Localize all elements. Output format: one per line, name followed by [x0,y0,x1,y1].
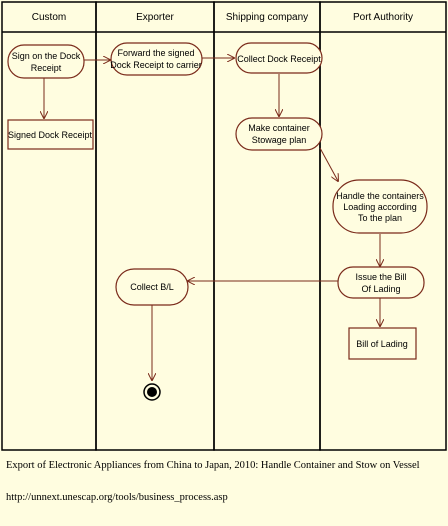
caption-url: http://unnext.unescap.org/tools/business… [6,492,228,503]
arrows [44,58,380,380]
node-text-line: Bill of Lading [356,339,408,349]
node-bill-of-lading: Bill of Lading [348,327,417,360]
svg-text:Collect B/L: Collect B/L [130,282,174,292]
lane-port-authority [319,1,447,451]
node-text-line: To the plan [358,213,402,223]
node-collect-bl: Collect B/L [115,268,189,306]
node-text-line: Dock Receipt to carrier [110,60,202,70]
node-text-line: Issue the Bill [355,272,406,282]
caption-title: Export of Electronic Appliances from Chi… [6,460,420,471]
node-issue-bill: Issue the Bill Of Lading [337,266,425,299]
lane-title-shipping-company: Shipping company [226,12,308,23]
node-text-line: Sign on the Dock [12,51,81,61]
node-text-line: Make container [248,123,310,133]
final-node [143,383,161,401]
node-text-line: Handle the containers [336,191,424,201]
lane-title-port-authority: Port Authority [353,12,413,23]
node-text-line: Receipt [31,63,62,73]
node-text-line: Loading according [343,202,417,212]
node-text-line: Forward the signed [117,48,194,58]
svg-text:Bill of Lading: Bill of Lading [356,339,408,349]
swimlanes: Custom Exporter Shipping company Port Au… [1,1,447,451]
node-text-line: Signed Dock Receipt [8,130,93,140]
node-collect-dock-receipt: Collect Dock Receipt [235,42,323,74]
node-text-line: Stowage plan [252,135,307,145]
node-signed-dock-receipt: Signed Dock Receipt [7,119,94,150]
svg-text:Signed Dock Receipt: Signed Dock Receipt [8,130,93,140]
lane-title-exporter: Exporter [136,12,174,23]
node-text-line: Collect Dock Receipt [237,54,321,64]
node-text-line: Of Lading [361,284,400,294]
arrow-stowage-to-handle [319,147,338,181]
node-text-line: Collect B/L [130,282,174,292]
activity-diagram: Custom Exporter Shipping company Port Au… [1,1,447,451]
svg-text:Collect Dock Receipt: Collect Dock Receipt [237,54,321,64]
lane-title-custom: Custom [32,12,66,23]
